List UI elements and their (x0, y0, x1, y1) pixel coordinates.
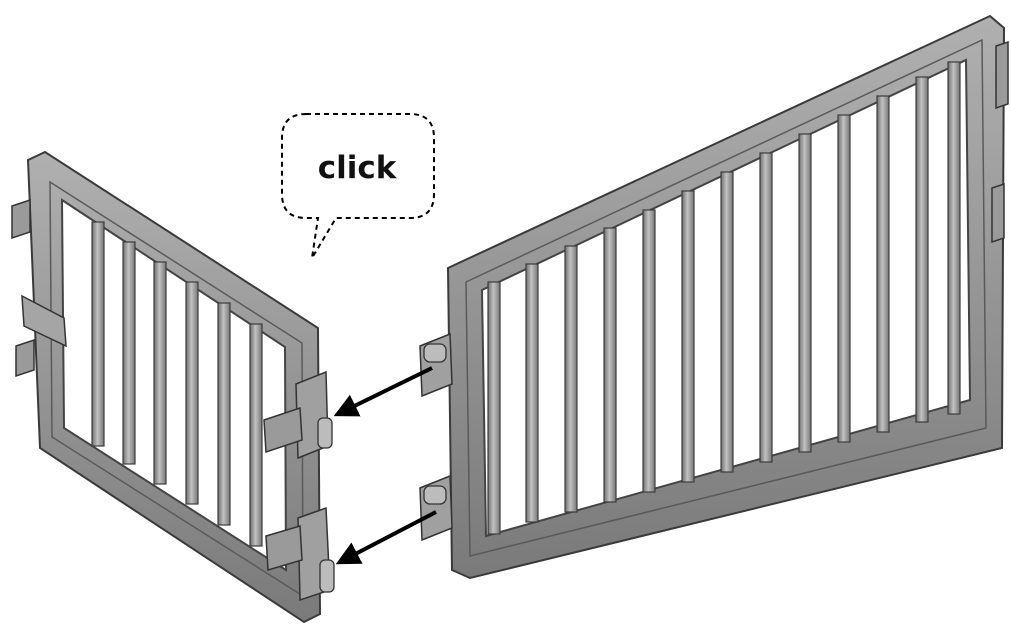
arrow-upper-icon (338, 368, 432, 414)
callout-text: click (318, 150, 398, 186)
callout-bubble (282, 114, 434, 258)
left-gate-panel (12, 152, 334, 622)
right-panel-hinges (420, 334, 452, 540)
left-panel-clip-top (12, 200, 30, 238)
left-panel-clip-bottom (16, 340, 34, 376)
right-gate-panel (420, 16, 1008, 578)
click-callout: click (282, 114, 434, 258)
